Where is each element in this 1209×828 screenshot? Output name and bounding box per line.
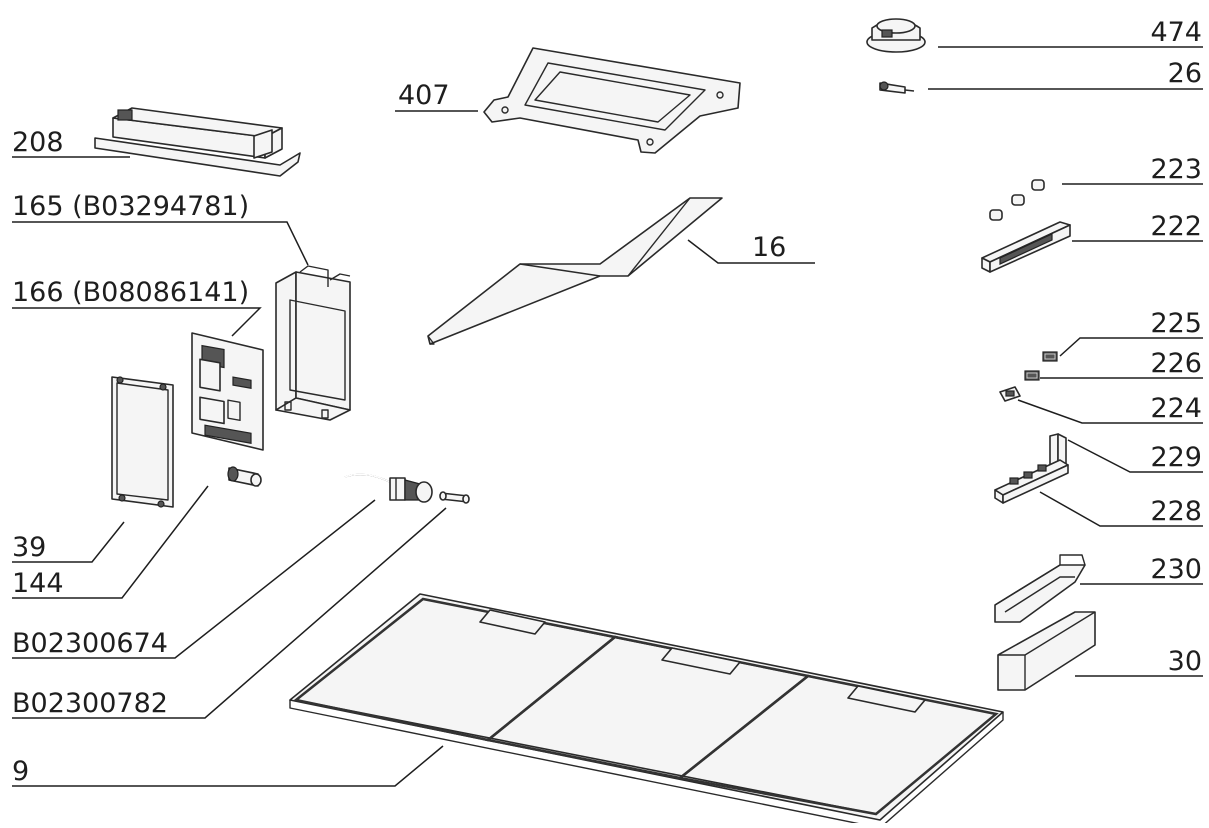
leader-228: [1039, 491, 1203, 527]
part-223-lamp-caps: [989, 179, 1045, 221]
label-166: 166 (B08086141): [12, 277, 249, 308]
leader-B02300674: [12, 499, 376, 659]
part-474-knob: [866, 18, 926, 53]
leader-B02300782: [12, 507, 447, 719]
part-39-cover-panel: [111, 376, 174, 508]
label-30: 30: [1168, 646, 1202, 677]
label-474: 474: [1150, 17, 1202, 48]
leader-144: [12, 485, 209, 599]
label-225: 225: [1150, 308, 1202, 339]
leader-39: [12, 521, 125, 563]
label-144: 144: [12, 568, 64, 599]
leader-165: [12, 221, 309, 266]
leader-9: [12, 745, 444, 787]
part-230-tray: [994, 554, 1086, 623]
label-223: 223: [1150, 154, 1202, 185]
part-30-box: [997, 611, 1096, 691]
part-222-lamp-bar: [981, 221, 1071, 273]
label-208: 208: [12, 127, 64, 158]
label-230: 230: [1150, 554, 1202, 585]
part-144-fuse-holder: [227, 466, 262, 487]
label-16: 16: [752, 232, 786, 263]
part-228-switch-block: [994, 459, 1069, 504]
label-226: 226: [1150, 348, 1202, 379]
part-226-clip: [1024, 370, 1040, 381]
label-26: 26: [1168, 58, 1202, 89]
label-222: 222: [1150, 211, 1202, 242]
leader-229: [1067, 439, 1203, 473]
label-229: 229: [1150, 442, 1202, 473]
leader-224: [1017, 399, 1203, 424]
leader-225: [1059, 337, 1203, 357]
label-224: 224: [1150, 393, 1202, 424]
part-16-diffuser-panel: [427, 197, 723, 345]
label-165: 165 (B03294781): [12, 191, 249, 222]
part-224-clip: [999, 386, 1021, 402]
label-9: 9: [12, 756, 29, 787]
label-39: 39: [12, 532, 46, 563]
part-9-grease-filters: [289, 593, 1004, 828]
label-228: 228: [1150, 496, 1202, 527]
leader-16: [687, 239, 815, 264]
part-407-mounting-plate: [483, 47, 741, 154]
part-165-housing: [275, 265, 351, 421]
leader-166: [12, 307, 262, 337]
part-166-pcb: [191, 332, 264, 451]
part-225-clip: [1042, 351, 1058, 362]
label-B02300782: B02300782: [12, 688, 168, 719]
part-208-ballast: [94, 107, 301, 177]
label-407: 407: [398, 80, 450, 111]
label-B02300674: B02300674: [12, 628, 168, 659]
part-B02300674-cable-connector: [344, 473, 433, 503]
part-B02300782-fuse: [439, 491, 470, 504]
part-26-pin: [879, 81, 915, 94]
